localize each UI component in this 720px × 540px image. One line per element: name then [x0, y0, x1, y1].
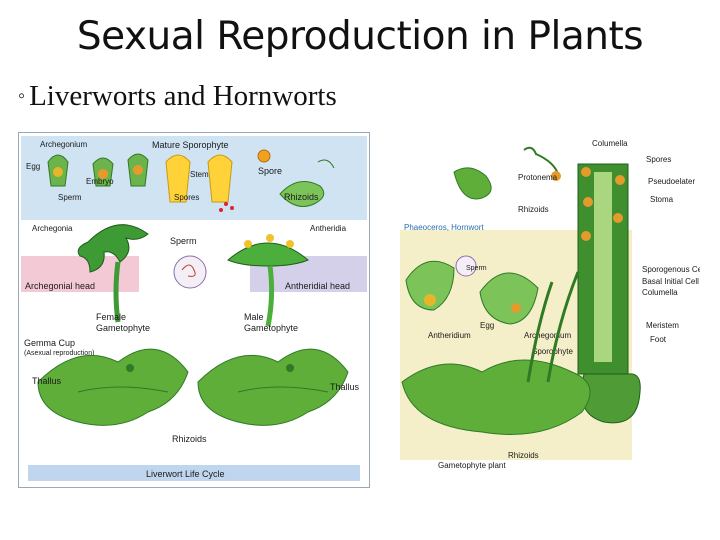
label-female-2: Gametophyte: [96, 323, 150, 333]
label-gametophyte-plant: Gametophyte plant: [438, 461, 506, 470]
label-spore: Spore: [258, 166, 282, 176]
label-gemma-cup: Gemma Cup: [24, 338, 75, 348]
label-stem: Stem: [190, 170, 209, 179]
bullet-text: Liverworts and Hornworts: [29, 80, 337, 112]
figure-caption: Liverwort Life Cycle: [146, 469, 225, 479]
label-basal-initial-cell: Basal Initial Cell: [642, 277, 699, 286]
label-columella-top: Columella: [592, 139, 628, 148]
label-antheridium: Antheridium: [428, 331, 471, 340]
label-archegonia: Archegonia: [32, 224, 73, 233]
label-foot: Foot: [650, 335, 667, 344]
label-male-2: Gametophyte: [244, 323, 298, 333]
label-egg: Egg: [26, 162, 40, 171]
label-sperm-top: Sperm: [58, 193, 82, 202]
label-thallus-right: Thallus: [330, 382, 360, 392]
label-sperm: Sperm: [466, 265, 487, 272]
label-thallus-left: Thallus: [32, 376, 62, 386]
sperm-magnified-icon: [174, 256, 206, 288]
label-mature-sporophyte: Mature Sporophyte: [152, 140, 229, 150]
slide-title: Sexual Reproduction in Plants: [0, 14, 720, 59]
label-rhizoids-bottom: Rhizoids: [172, 434, 207, 444]
label-egg: Egg: [480, 321, 494, 330]
label-rhizoids-top: Rhizoids: [518, 205, 549, 214]
label-pseudoelater: Pseudoelater: [648, 177, 695, 186]
label-archegonium: Archegonium: [524, 331, 571, 340]
label-spores: Spores: [174, 193, 199, 202]
label-stoma: Stoma: [650, 195, 674, 204]
liverwort-life-cycle-figure: Archegonium Mature Sporophyte Egg Embryo…: [18, 132, 370, 488]
label-protonema: Protonema: [518, 173, 558, 182]
label-embryo: Embryo: [86, 177, 114, 186]
hollow-circle-bullet-icon: ◦: [18, 85, 25, 107]
label-archegonium: Archegonium: [40, 140, 87, 149]
label-sporogenous-cells: Sporogenous Cells: [642, 265, 700, 274]
label-rhizoids-top: Rhizoids: [284, 192, 319, 202]
hornwort-title: Phaeoceros, Hornwort: [404, 223, 484, 232]
hornwort-figure: Phaeoceros, Hornwort Protonema Rhizoids …: [398, 132, 700, 472]
label-columella-mid: Columella: [642, 288, 678, 297]
bullet-item: ◦Liverworts and Hornworts: [18, 80, 337, 113]
label-sperm-mid: Sperm: [170, 236, 197, 246]
label-spores: Spores: [646, 155, 671, 164]
label-rhizoids-bottom: Rhizoids: [508, 451, 539, 460]
label-antheridial-head: Antheridial head: [285, 281, 350, 291]
label-archegonial-head: Archegonial head: [25, 281, 95, 291]
label-antheridia: Antheridia: [310, 224, 347, 233]
label-male-1: Male: [244, 312, 264, 322]
label-meristem: Meristem: [646, 321, 679, 330]
label-female-1: Female: [96, 312, 126, 322]
